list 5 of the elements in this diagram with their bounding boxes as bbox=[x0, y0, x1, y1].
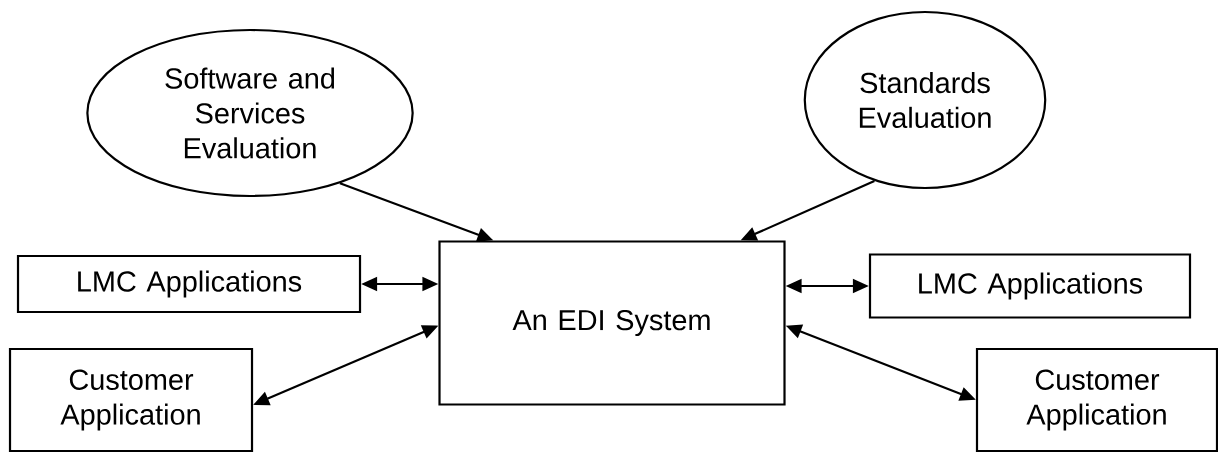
application-box: LMC Applications bbox=[16, 254, 362, 314]
process-box: An EDI System bbox=[438, 240, 786, 406]
application-box: Customer Application bbox=[8, 347, 254, 452]
application-box: Customer Application bbox=[975, 347, 1218, 452]
application-box: LMC Applications bbox=[868, 253, 1192, 319]
